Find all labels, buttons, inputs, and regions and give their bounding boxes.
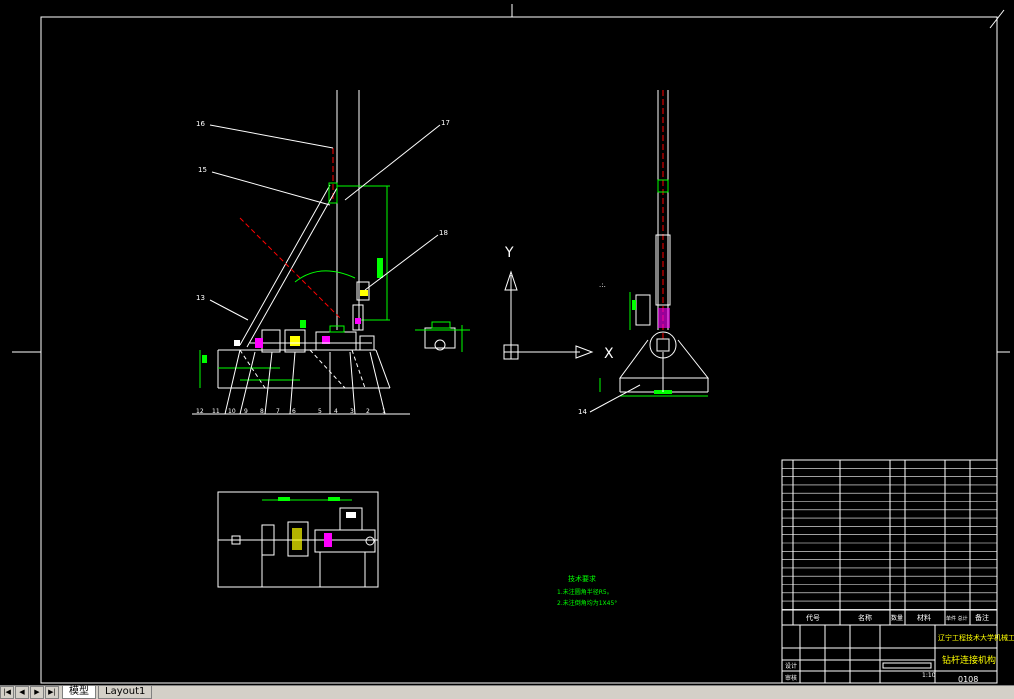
callout-8: 8 bbox=[260, 408, 264, 415]
tab-model[interactable]: 模型 bbox=[62, 686, 96, 699]
callout-11: 11 bbox=[212, 408, 220, 415]
drawing-scale: 1:10 bbox=[922, 672, 936, 679]
next-tab-icon[interactable]: ▶ bbox=[30, 686, 44, 699]
bom-rows bbox=[782, 467, 997, 610]
last-tab-icon[interactable]: ▶| bbox=[45, 686, 59, 699]
callout-5: 5 bbox=[318, 408, 322, 415]
title-col-material: 材料 bbox=[917, 613, 931, 622]
callout-7: 7 bbox=[276, 408, 280, 415]
callout-15: 15 bbox=[198, 166, 207, 174]
drawing-svg: 16 15 13 17 18 12 11 10 9 8 7 6 5 4 3 2 … bbox=[12, 4, 1014, 684]
callout-9: 9 bbox=[244, 408, 248, 415]
title-col-code: 代号 bbox=[806, 613, 820, 622]
callout-6: 6 bbox=[292, 408, 296, 415]
prev-tab-icon[interactable]: ◀ bbox=[15, 686, 29, 699]
callout-10: 10 bbox=[228, 408, 236, 415]
title-col-weight: 单件 总计 bbox=[946, 615, 968, 622]
drawing-name: 钻杆连接机构 bbox=[942, 654, 996, 666]
callout-12: 12 bbox=[196, 408, 204, 415]
svg-text:.:.: .:. bbox=[599, 281, 606, 289]
cad-drawing-canvas[interactable]: 16 15 13 17 18 12 11 10 9 8 7 6 5 4 3 2 … bbox=[0, 0, 1014, 685]
tech-title: 技术要求 bbox=[568, 574, 596, 583]
sheet-number: 0108 bbox=[958, 675, 978, 684]
title-block bbox=[781, 459, 998, 684]
axis-x-label: X bbox=[604, 346, 614, 362]
layout-tab-bar: |◀ ◀ ▶ ▶| 模型 Layout1 bbox=[0, 685, 1014, 699]
title-col-note: 备注 bbox=[975, 613, 989, 622]
callout-16: 16 bbox=[196, 120, 205, 128]
callout-1: 1 bbox=[382, 408, 386, 415]
row-check: 审核 bbox=[785, 674, 797, 682]
title-col-qty: 数量 bbox=[891, 614, 903, 622]
title-col-name: 名称 bbox=[858, 613, 872, 622]
row-designer: 设计 bbox=[785, 662, 797, 670]
first-tab-icon[interactable]: |◀ bbox=[0, 686, 14, 699]
callout-4: 4 bbox=[334, 408, 338, 415]
tab-layout1[interactable]: Layout1 bbox=[98, 686, 153, 699]
axis-y-label: Y bbox=[504, 245, 514, 261]
school-name: 辽宁工程技术大学机械工程学院 bbox=[938, 633, 1014, 642]
callout-3: 3 bbox=[350, 408, 354, 415]
ucs-icon bbox=[503, 270, 594, 360]
callout-17: 17 bbox=[441, 119, 450, 127]
tech-line-1: 1.未注圆角半径R5。 bbox=[557, 588, 613, 596]
tech-line-2: 2.未注倒角均为1X45° bbox=[557, 599, 617, 607]
callout-2: 2 bbox=[366, 408, 370, 415]
callout-14: 14 bbox=[578, 408, 587, 416]
callout-13: 13 bbox=[196, 294, 205, 302]
callout-18: 18 bbox=[439, 229, 448, 237]
